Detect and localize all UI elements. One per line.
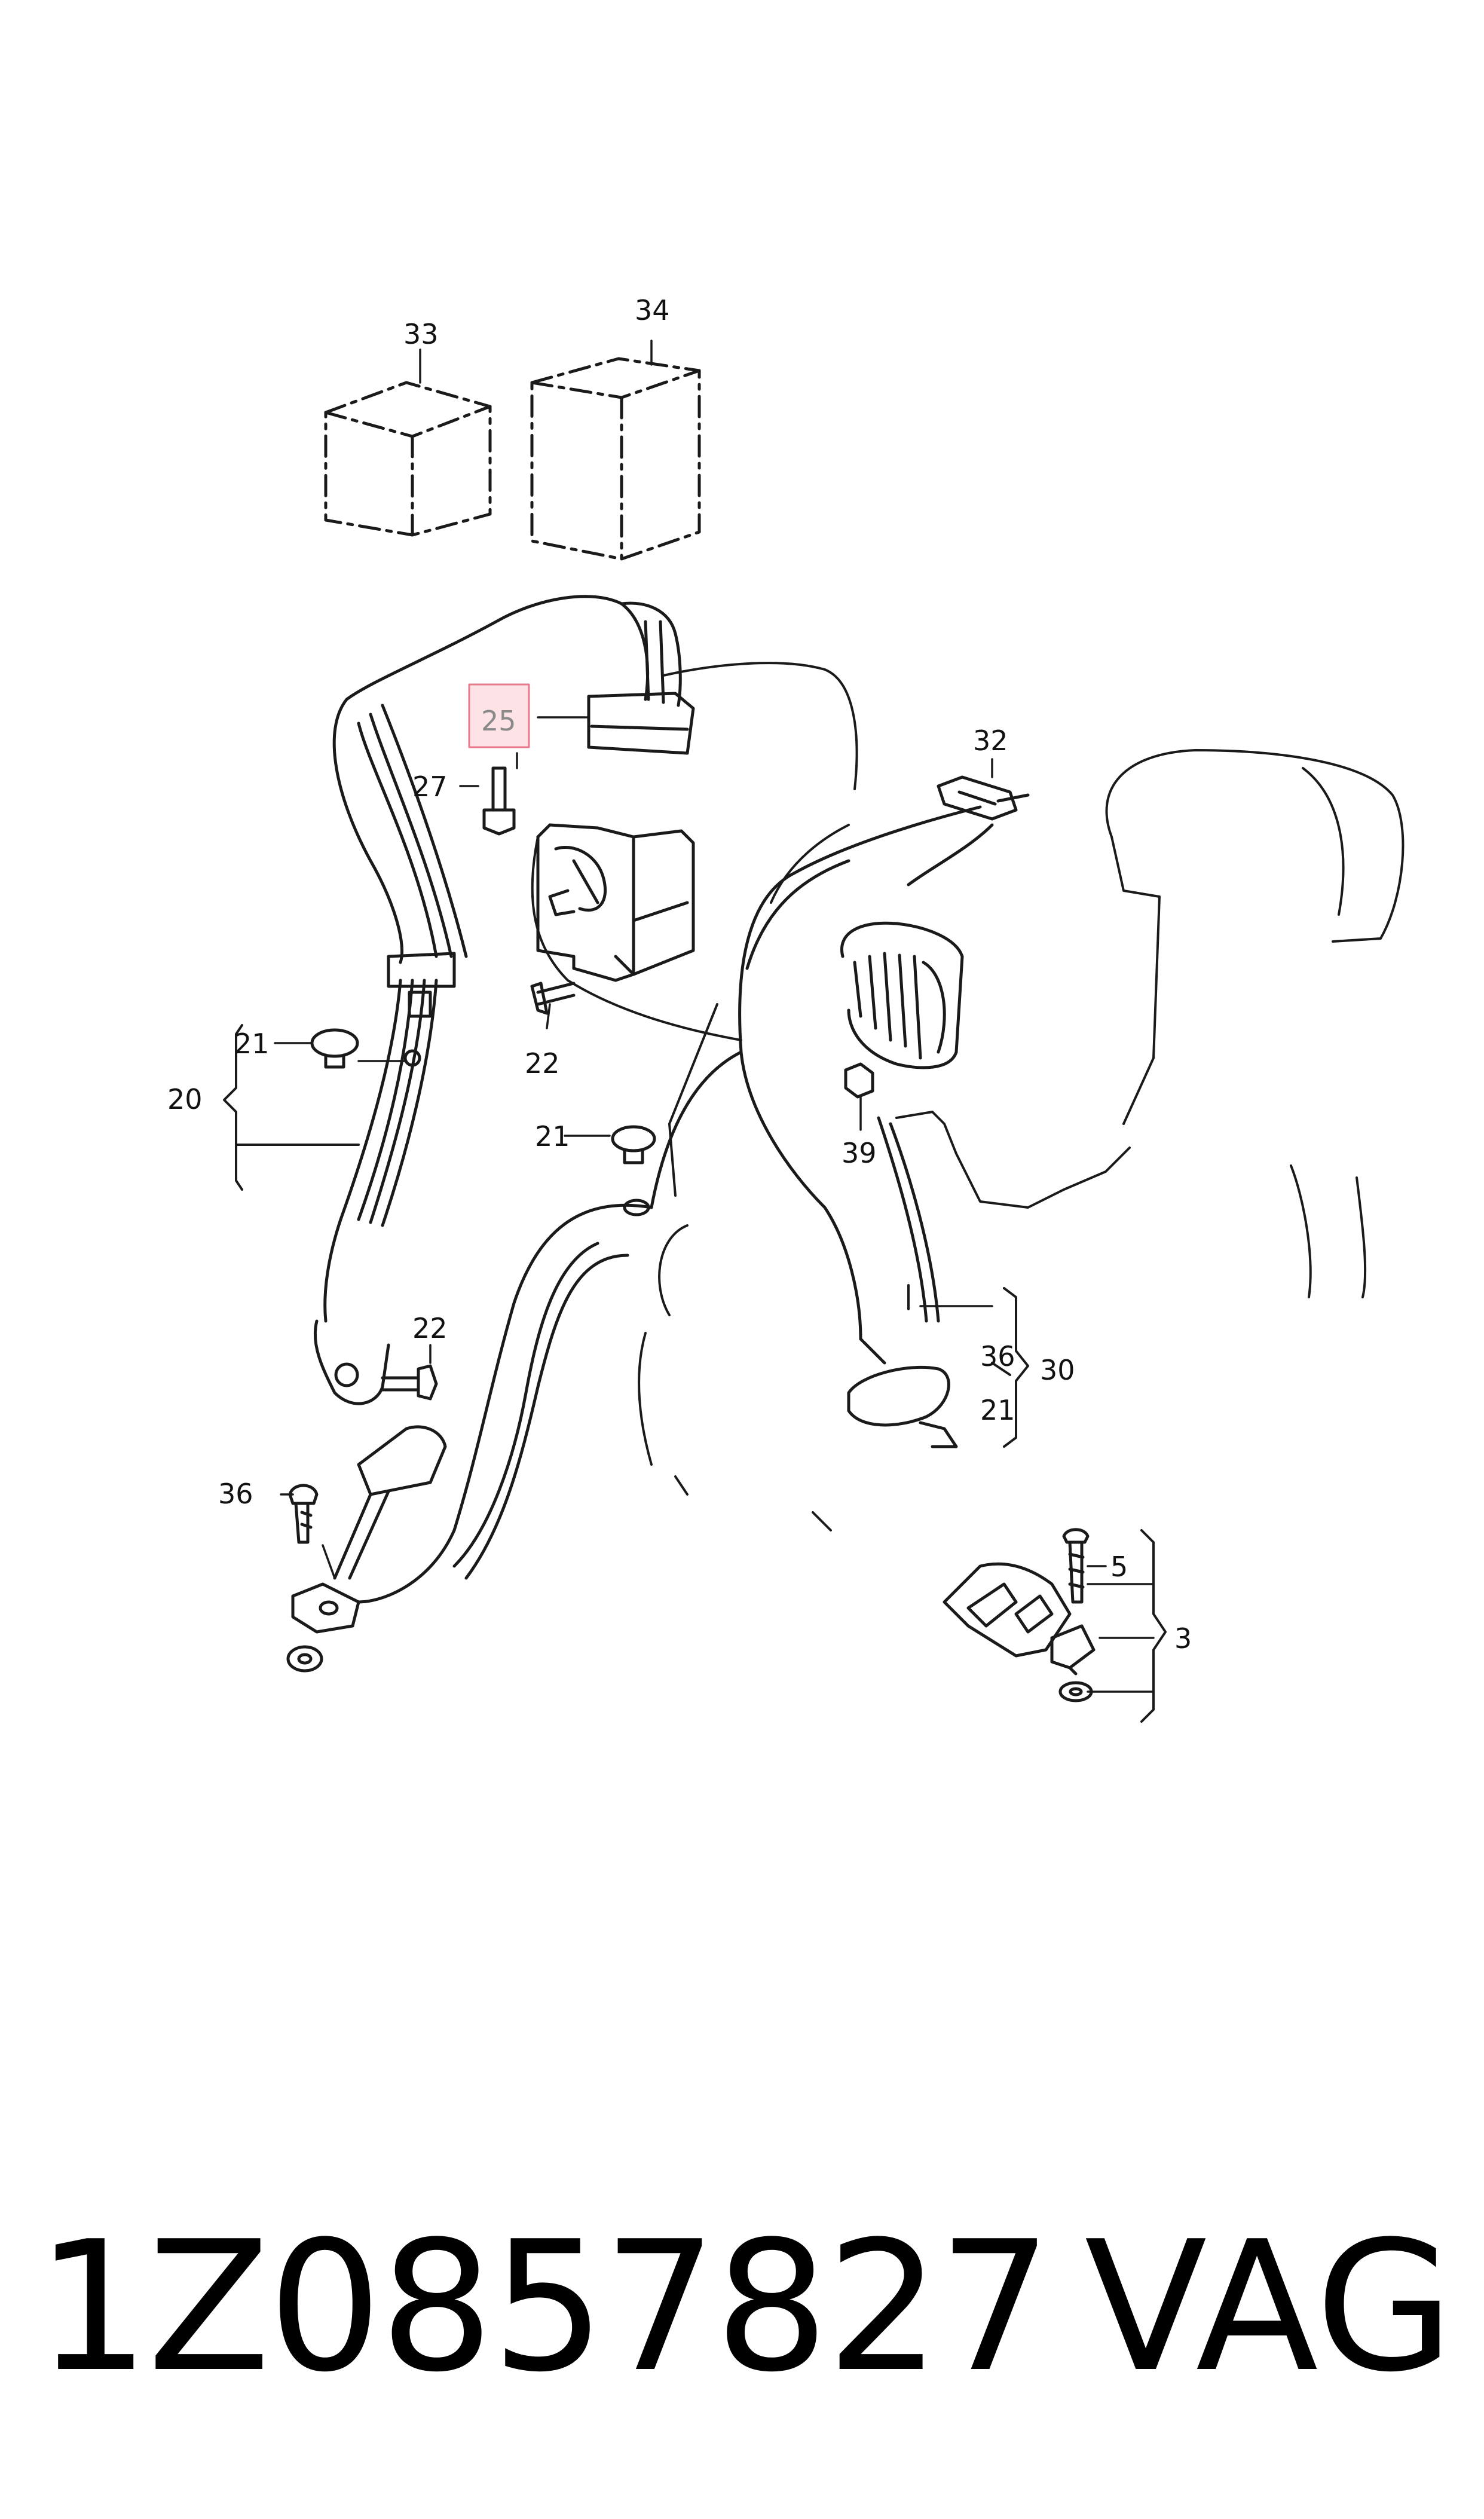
leader-lines [274, 340, 1155, 1693]
diagonal-belt-webbing [357, 793, 1030, 1604]
callout-21-lower: 21 [980, 1394, 1015, 1426]
washer-right [1058, 1681, 1093, 1702]
callout-33: 33 [403, 318, 439, 350]
lower-anchor-right [847, 1365, 958, 1448]
left-belt-webbing [313, 595, 682, 1405]
bolt-22-lower [381, 1364, 438, 1401]
callout-30: 30 [1040, 1354, 1075, 1386]
callout-34: 34 [635, 294, 670, 326]
retractor-upper [536, 692, 695, 982]
callout-32: 32 [973, 724, 1008, 757]
seat-buckle-left [291, 1425, 447, 1634]
part-33-box [324, 381, 492, 537]
retractor-right [840, 921, 964, 1069]
callout-21-middle: 21 [535, 1120, 570, 1152]
callout-39: 39 [842, 1137, 877, 1169]
brace-3 [1140, 1529, 1167, 1723]
callout-5: 5 [1110, 1551, 1128, 1583]
callout-21-left: 21 [234, 1028, 270, 1060]
brace-20 [223, 1024, 360, 1191]
highlight-box-25 [468, 683, 530, 748]
belt-guide-32 [937, 775, 1018, 821]
bolt-36-left [288, 1484, 319, 1544]
part-number: 1Z0857827 [36, 2203, 1052, 2411]
buckle-assembly-3 [943, 1562, 1096, 1676]
callout-22-upper: 22 [525, 1047, 560, 1080]
callout-36-left: 36 [218, 1478, 253, 1510]
brace-30 [991, 1287, 1029, 1448]
callout-25: 25 [481, 705, 516, 737]
callout-3: 3 [1174, 1622, 1192, 1655]
callout-20: 20 [167, 1083, 203, 1115]
bolt-27 [482, 766, 516, 836]
callout-27: 27 [412, 771, 448, 803]
rear-seat-outline [531, 662, 1405, 1531]
nut-39 [844, 1062, 874, 1099]
screw-5 [1062, 1528, 1090, 1604]
part-34-box [530, 357, 701, 561]
cap-21-middle [611, 1125, 656, 1216]
bolt-22-upper [530, 982, 576, 1015]
callout-22-lower: 22 [412, 1312, 448, 1344]
callout-36-right: 36 [980, 1340, 1015, 1372]
washer-left [286, 1645, 323, 1673]
brand-name: VAG [1084, 2203, 1454, 2411]
cap-21-left [310, 1028, 421, 1069]
